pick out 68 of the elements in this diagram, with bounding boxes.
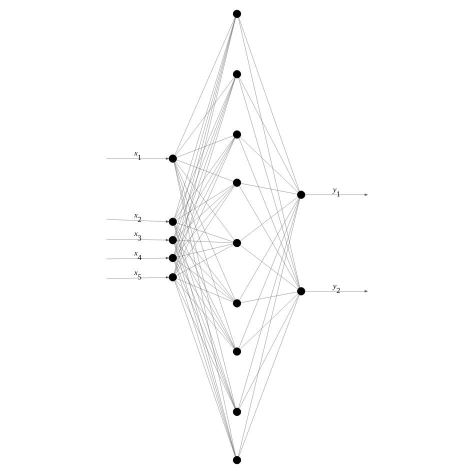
node-circle xyxy=(297,190,306,199)
connector xyxy=(176,280,234,349)
connector xyxy=(176,260,234,302)
arrow xyxy=(305,194,368,196)
connector xyxy=(239,198,299,300)
connector xyxy=(240,196,298,241)
node-circle xyxy=(232,10,242,18)
connector xyxy=(176,184,234,220)
connector xyxy=(239,77,300,192)
connector xyxy=(238,78,300,288)
connector xyxy=(240,183,298,194)
connector xyxy=(176,278,234,302)
arrow xyxy=(305,290,368,292)
connector xyxy=(175,186,235,274)
connector xyxy=(176,242,234,301)
connector xyxy=(238,198,300,348)
connector xyxy=(238,17,300,192)
connector xyxy=(174,162,236,348)
connector xyxy=(239,294,300,409)
node-circle xyxy=(232,456,242,464)
connector xyxy=(240,245,298,290)
arrow xyxy=(106,276,170,279)
node-circle xyxy=(168,273,177,282)
connector xyxy=(174,17,236,156)
connector xyxy=(174,162,236,457)
connector xyxy=(238,294,300,457)
arrow xyxy=(106,157,170,160)
connector xyxy=(238,138,300,288)
connector xyxy=(175,260,235,349)
connector xyxy=(175,137,234,220)
connector xyxy=(240,292,298,303)
node-circle xyxy=(232,130,242,139)
connector xyxy=(176,185,234,256)
node-circle xyxy=(232,238,242,248)
node-circle xyxy=(232,408,242,416)
node-circle xyxy=(168,154,177,163)
node-circle xyxy=(232,70,242,78)
node-circle xyxy=(232,299,242,308)
connector xyxy=(176,244,234,258)
connector xyxy=(238,17,300,288)
node-circle xyxy=(168,254,177,262)
connector xyxy=(176,160,234,182)
connector xyxy=(238,198,300,456)
connector xyxy=(176,240,234,244)
node-circle xyxy=(232,178,242,187)
connector xyxy=(239,186,299,288)
node-circle xyxy=(232,347,242,356)
connector xyxy=(175,76,234,156)
connector xyxy=(176,222,234,242)
connector xyxy=(175,224,234,301)
node-circle xyxy=(168,236,177,244)
connector xyxy=(176,184,234,238)
arrow xyxy=(106,238,170,242)
connector xyxy=(238,198,300,408)
connector xyxy=(174,225,236,348)
connector xyxy=(175,138,235,237)
node-circle xyxy=(168,218,177,226)
connector xyxy=(240,136,298,192)
connector xyxy=(240,294,298,350)
node-circle xyxy=(297,287,306,296)
connector xyxy=(175,243,235,348)
connector xyxy=(176,244,234,276)
connector xyxy=(174,162,236,300)
connector xyxy=(174,162,236,408)
arrow xyxy=(106,219,170,223)
arrow xyxy=(106,256,170,260)
connector xyxy=(175,161,234,240)
connector xyxy=(176,136,234,158)
